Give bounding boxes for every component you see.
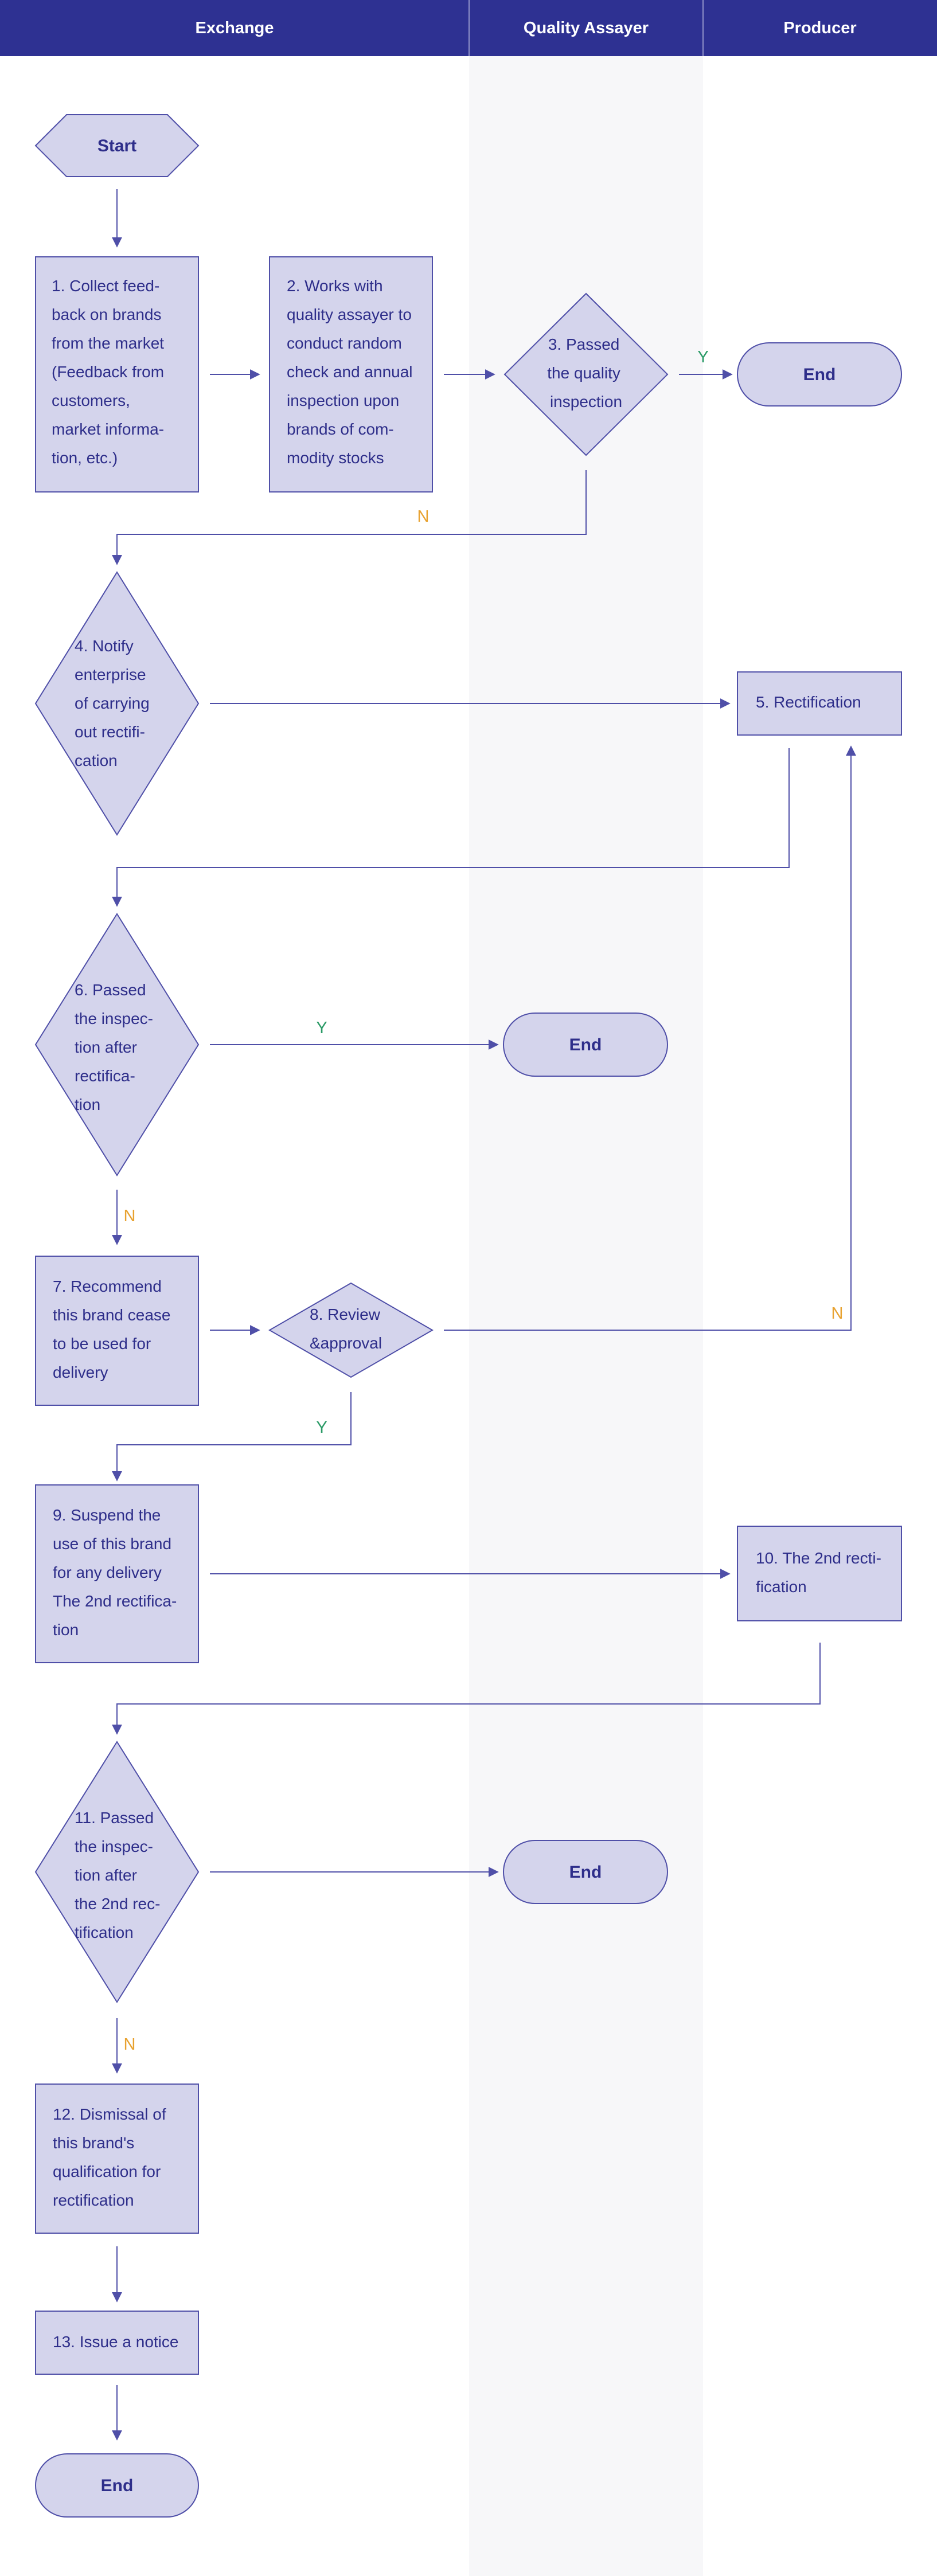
node-end-1-label: End: [803, 365, 836, 384]
node-1-text: 1. Collect feed- back on brands from the…: [52, 277, 169, 467]
node-6-text: 6. Passed the inspec- tion after rectifi…: [75, 981, 158, 1113]
node-3-passed-quality-inspection[interactable]: 3. Passed the quality inspection: [503, 292, 669, 456]
node-start-label: Start: [97, 136, 136, 155]
label-n3-yes: Y: [697, 348, 708, 366]
lane-producer-background: [703, 56, 937, 2576]
lane-title-exchange: Exchange: [196, 19, 274, 37]
node-2-random-check[interactable]: 2. Works with quality assayer to conduct…: [269, 256, 433, 492]
node-10-second-rectification[interactable]: 10. The 2nd recti- fication: [737, 1526, 902, 1621]
edge-n8-no-to-n5: [444, 745, 856, 1331]
node-end-4[interactable]: End: [35, 2453, 199, 2518]
header-exchange: [0, 0, 469, 56]
lane-title-quality: Quality Assayer: [524, 19, 649, 37]
node-12-dismissal[interactable]: 12. Dismissal of this brand's qualificat…: [35, 2084, 199, 2234]
node-10-text: 10. The 2nd recti- fication: [756, 1549, 886, 1596]
node-13-issue-notice[interactable]: 13. Issue a notice: [35, 2311, 199, 2375]
connectors: [112, 189, 856, 2441]
node-13-text: 13. Issue a notice: [53, 2333, 178, 2351]
label-n8-yes: Y: [316, 1418, 327, 1437]
node-end-1[interactable]: End: [737, 342, 902, 406]
node-1-collect-feedback[interactable]: 1. Collect feed- back on brands from the…: [35, 256, 199, 492]
flow-nodes: Start 1. Collect feed- back on brands fr…: [34, 114, 902, 2518]
node-5-rectification[interactable]: 5. Rectification: [737, 671, 902, 736]
node-9-suspend-brand[interactable]: 9. Suspend the use of this brand for any…: [35, 1484, 199, 1663]
node-9-text: 9. Suspend the use of this brand for any…: [53, 1506, 181, 1639]
node-end-2-label: End: [569, 1035, 602, 1054]
node-2-text: 2. Works with quality assayer to conduct…: [287, 277, 417, 467]
node-end-2[interactable]: End: [503, 1013, 668, 1077]
node-4-text: 4. Notify enterprise of carrying out rec…: [75, 637, 154, 769]
label-n6-no: N: [124, 1207, 136, 1225]
header-quality: [469, 0, 703, 56]
edge-n3-no-to-n4: [112, 470, 587, 565]
node-5-text: 5. Rectification: [756, 693, 861, 711]
lane-header: Exchange Quality Assayer Producer: [0, 0, 937, 56]
label-n8-no: N: [831, 1304, 844, 1323]
node-end-3[interactable]: End: [503, 1840, 668, 1904]
label-n11-no: N: [124, 2035, 136, 2054]
node-3-text: 3. Passed the quality inspection: [547, 335, 624, 411]
edge-labels: Y N Y N N Y N: [124, 348, 844, 2054]
node-7-text: 7. Recommend this brand cease to be used…: [53, 1277, 175, 1381]
node-8-text: 8. Review &approval: [310, 1305, 385, 1352]
node-4-notify-enterprise[interactable]: 4. Notify enterprise of carrying out rec…: [34, 571, 200, 836]
lane-title-producer: Producer: [783, 19, 856, 37]
node-11-text: 11. Passed the inspec- tion after the 2n…: [75, 1809, 165, 1941]
header-producer: [703, 0, 937, 56]
node-start[interactable]: Start: [34, 114, 200, 177]
node-6-passed-after-rectification[interactable]: 6. Passed the inspec- tion after rectifi…: [34, 913, 200, 1176]
label-n3-no: N: [417, 507, 430, 526]
edge-n5-to-n6: [112, 748, 790, 907]
node-8-review-approval[interactable]: 8. Review &approval: [268, 1282, 434, 1378]
node-7-recommend-cease[interactable]: 7. Recommend this brand cease to be used…: [35, 1256, 199, 1406]
node-12-text: 12. Dismissal of this brand's qualificat…: [53, 2105, 170, 2209]
node-end-3-label: End: [569, 1863, 602, 1882]
edge-n8-yes-to-n9: [112, 1392, 352, 1482]
label-n6-yes: Y: [316, 1019, 327, 1037]
edge-n10-to-n11: [112, 1643, 821, 1735]
node-11-passed-after-second-rectification[interactable]: 11. Passed the inspec- tion after the 2n…: [34, 1741, 200, 2003]
node-end-4-label: End: [101, 2476, 134, 2495]
